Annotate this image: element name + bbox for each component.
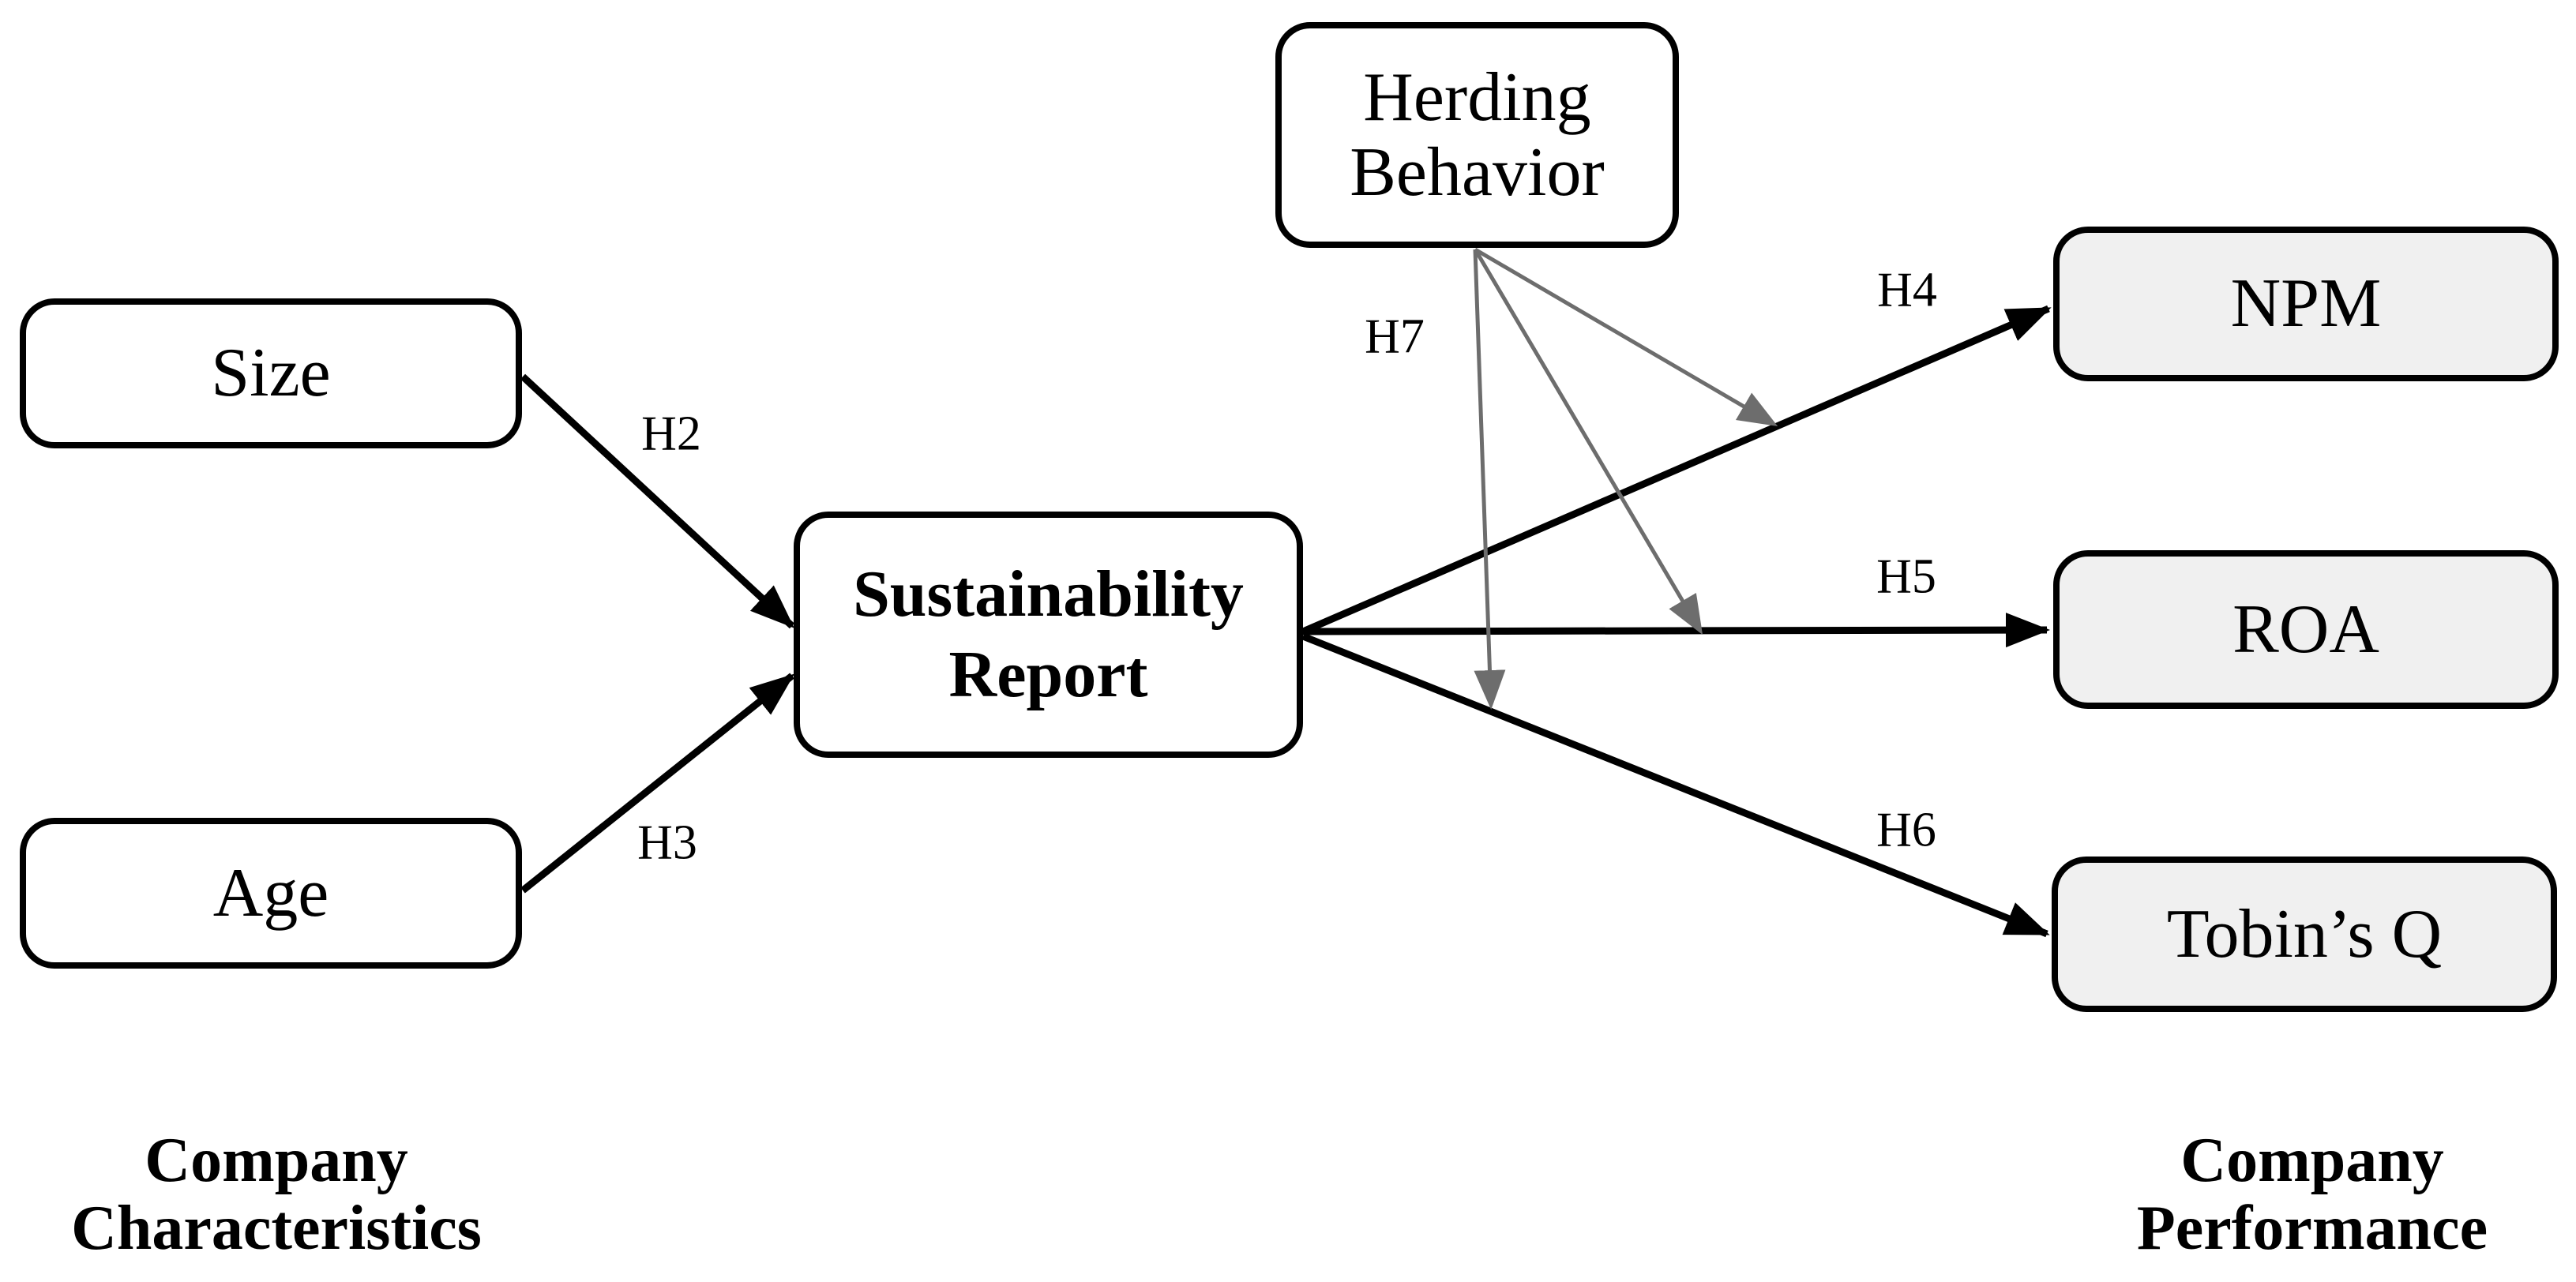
caption-right-line1: Company <box>2180 1126 2444 1195</box>
label-h7: H7 <box>1365 309 1425 364</box>
node-sustainability-report: Sustainability Report <box>794 512 1303 758</box>
arrow-h3-age-to-sustainability <box>520 673 795 894</box>
node-roa-label: ROA <box>2232 590 2379 668</box>
label-h6: H6 <box>1876 803 1936 857</box>
node-herding-line1: Herding <box>1363 58 1591 136</box>
node-age-label: Age <box>212 854 329 932</box>
node-npm: NPM <box>2053 227 2559 381</box>
label-h4: H4 <box>1877 263 1937 317</box>
caption-left-line2: Characteristics <box>71 1193 482 1263</box>
arrow-h2-size-to-sustainability <box>520 373 795 629</box>
arrow-h4-sustainability-to-npm <box>1301 305 2052 635</box>
label-h3: H3 <box>637 815 697 870</box>
label-h2: H2 <box>641 407 701 461</box>
arrow-h7-moderation-on-h6 <box>1473 249 1506 710</box>
node-size: Size <box>20 298 522 448</box>
node-herding-behavior-label: Herding Behavior <box>1350 60 1605 210</box>
node-age: Age <box>20 818 522 969</box>
node-sustainability-line2: Report <box>948 638 1148 711</box>
arrow-h5-sustainability-to-roa <box>1302 613 2050 648</box>
caption-company-characteristics: Company Characteristics <box>71 1126 482 1263</box>
arrow-h6-sustainability-to-tobins-q <box>1301 632 2050 938</box>
label-h5: H5 <box>1876 549 1936 604</box>
node-npm-label: NPM <box>2230 265 2382 343</box>
node-sustainability-line1: Sustainability <box>853 557 1244 631</box>
node-sustainability-report-label: Sustainability Report <box>853 554 1244 716</box>
arrow-h7-moderation-on-h5 <box>1473 248 1703 635</box>
arrow-h7-moderation-on-h4 <box>1474 247 1778 427</box>
caption-right-line2: Performance <box>2136 1193 2488 1263</box>
node-herding-line2: Behavior <box>1350 134 1605 211</box>
node-tobins-q-label: Tobin’s Q <box>2166 895 2443 973</box>
node-herding-behavior: Herding Behavior <box>1275 22 1679 248</box>
node-size-label: Size <box>211 335 331 412</box>
caption-left-line1: Company <box>145 1126 408 1195</box>
node-roa: ROA <box>2053 550 2559 709</box>
node-tobins-q: Tobin’s Q <box>2052 857 2557 1012</box>
caption-company-performance: Company Performance <box>2136 1126 2488 1263</box>
